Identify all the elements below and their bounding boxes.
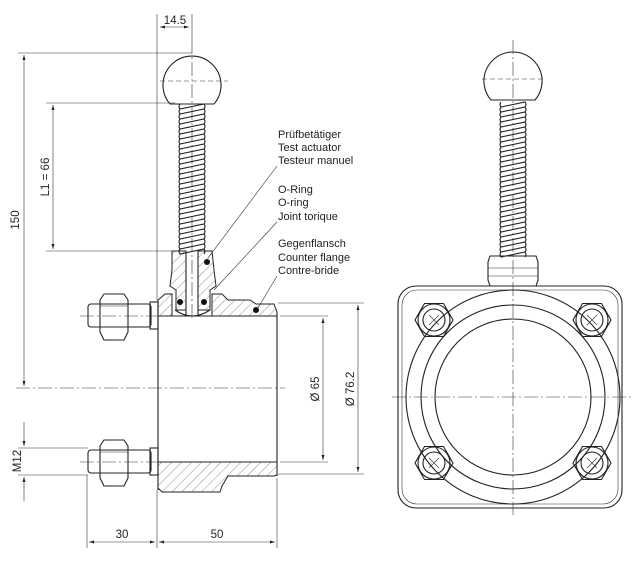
spring-coil bbox=[178, 188, 206, 195]
front-view bbox=[392, 40, 632, 515]
svg-text:Testeur manuel: Testeur manuel bbox=[278, 155, 353, 167]
side-section-view bbox=[16, 40, 285, 493]
spring-coil bbox=[499, 161, 527, 168]
spring-coil bbox=[499, 206, 527, 213]
bolt-head bbox=[414, 445, 454, 481]
spring-coil bbox=[178, 118, 206, 125]
dim-thread: M12 bbox=[12, 450, 24, 472]
ball-knob bbox=[160, 55, 228, 105]
svg-text:Joint torique: Joint torique bbox=[278, 211, 338, 223]
dim-total-height: 150 bbox=[10, 210, 22, 229]
spring-coil bbox=[499, 166, 527, 173]
dim-outer-diameter: Ø 76.2 bbox=[345, 372, 357, 407]
bolt-head bbox=[414, 302, 454, 338]
ball-knob bbox=[483, 51, 543, 101]
svg-text:Contre-bride: Contre-bride bbox=[278, 265, 339, 277]
dimensions: 14.5 150 L1 = 66 M12 30 50 Ø 65 Ø 76.2 bbox=[10, 14, 364, 548]
svg-text:O-ring: O-ring bbox=[278, 197, 309, 209]
svg-text:Counter flange: Counter flange bbox=[278, 252, 350, 264]
bolt-head bbox=[572, 445, 612, 481]
svg-text:Gegenflansch: Gegenflansch bbox=[278, 238, 346, 250]
dim-inner-diameter: Ø 65 bbox=[310, 377, 322, 402]
dim-top-width: 14.5 bbox=[164, 15, 186, 27]
spring-coil bbox=[178, 123, 206, 130]
spring-coil bbox=[178, 168, 206, 175]
bolt-upper bbox=[80, 293, 160, 341]
o-ring-dot bbox=[204, 259, 210, 265]
spring-coil bbox=[178, 228, 206, 235]
label-o-ring: O-Ring O-ring Joint torique bbox=[278, 184, 338, 223]
spring-coil bbox=[499, 211, 527, 218]
spring-coil bbox=[499, 146, 527, 153]
o-ring-dot bbox=[201, 299, 207, 305]
o-ring-dot bbox=[253, 307, 259, 313]
spring-coil bbox=[178, 233, 206, 240]
bolt-head bbox=[572, 302, 612, 338]
dim-stroke-length: L1 = 66 bbox=[40, 158, 52, 197]
spring-coil bbox=[499, 141, 527, 148]
label-counter-flange: Gegenflansch Counter flange Contre-bride bbox=[278, 238, 350, 277]
o-ring-dot bbox=[177, 299, 183, 305]
spring-coil bbox=[178, 163, 206, 170]
spring-coil bbox=[499, 101, 527, 108]
svg-text:Prüfbetätiger: Prüfbetätiger bbox=[278, 129, 341, 141]
bolt-lower bbox=[80, 439, 160, 487]
dim-bolt-length: 30 bbox=[116, 529, 129, 541]
dim-flange-length: 50 bbox=[211, 529, 224, 541]
counter-flange bbox=[157, 293, 278, 493]
spring-coil bbox=[499, 251, 527, 258]
spring-coil bbox=[178, 183, 206, 190]
svg-text:O-Ring: O-Ring bbox=[278, 184, 313, 196]
label-test-actuator: Prüfbetätiger Test actuator Testeur manu… bbox=[278, 129, 353, 167]
callouts: Prüfbetätiger Test actuator Testeur manu… bbox=[207, 129, 353, 309]
svg-text:Test actuator: Test actuator bbox=[278, 142, 341, 154]
test-actuator bbox=[169, 250, 217, 317]
